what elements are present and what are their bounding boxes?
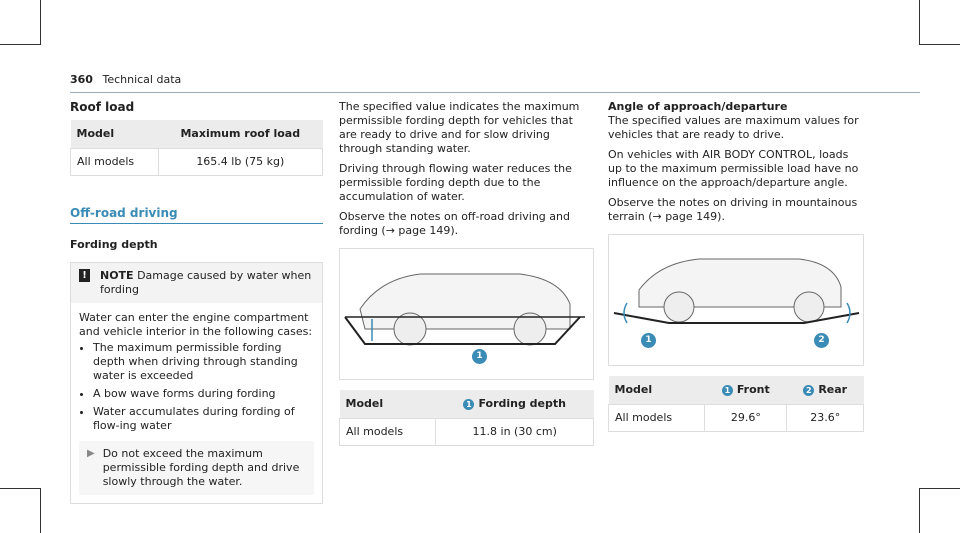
crop-mark <box>0 44 40 45</box>
roof-load-table: Model Maximum roof load All models 165.4… <box>70 120 324 176</box>
warning-icon: ! <box>79 269 90 282</box>
col-max-roof-load: Maximum roof load <box>158 120 323 149</box>
callout-marker: 1 <box>472 349 487 364</box>
column-1: Roof load Model Maximum roof load All mo… <box>70 100 324 504</box>
approach-illustration: 1 2 <box>608 234 864 366</box>
paragraph: On vehicles with AIR BODY CONTROL, loads… <box>608 148 859 189</box>
crop-mark <box>920 488 960 489</box>
header-rule <box>70 92 920 93</box>
cell-model: All models <box>607 404 706 432</box>
column-3: Angle of approach/departure The specifie… <box>607 100 864 432</box>
crop-mark <box>920 44 960 45</box>
section-name: Technical data <box>102 73 182 86</box>
page-number: 360 <box>70 73 93 86</box>
table-row: All models 165.4 lb (75 kg) <box>70 148 324 176</box>
note-label: NOTE <box>100 269 134 282</box>
arrow-right-icon: ▶ <box>87 448 95 459</box>
crop-mark <box>0 488 40 489</box>
callout-marker: 1 <box>463 398 475 410</box>
list-item: Water accumulates during fording of flow… <box>93 405 314 433</box>
approach-title: Angle of approach/departure <box>608 100 788 113</box>
note-box: ! NOTE Damage caused by water when fordi… <box>70 262 323 504</box>
paragraph: Driving through flowing water reduces th… <box>339 162 572 203</box>
note-list: The maximum permissible fording depth wh… <box>79 341 314 433</box>
paragraph: Observe the notes on off-road driving an… <box>339 210 570 237</box>
column-2: The specified value indicates the maximu… <box>338 100 594 446</box>
note-text: Damage caused by water when fording <box>100 269 312 296</box>
cell-front: 29.6° <box>704 404 788 432</box>
tip-box: ▶ Do not exceed the maximum permissible … <box>79 441 314 495</box>
crop-mark <box>40 488 41 533</box>
cell-model: All models <box>70 148 159 176</box>
fording-title: Fording depth <box>70 238 158 251</box>
col-model: Model <box>608 376 705 405</box>
callout-marker: 2 <box>803 384 815 396</box>
fording-illustration: 1 <box>339 248 594 380</box>
col-model: Model <box>70 120 159 149</box>
callout-marker: 1 <box>641 333 656 348</box>
tip-text: Do not exceed the maximum permissible fo… <box>102 447 300 488</box>
paragraph: The specified value indicates the maximu… <box>339 100 580 155</box>
table-row: All models 29.6° 23.6° <box>607 404 864 432</box>
crop-mark <box>919 0 920 45</box>
paragraph: Observe the notes on driving in mountain… <box>608 196 858 223</box>
car-fording-drawing <box>344 273 585 346</box>
cell-rear: 23.6° <box>786 404 864 432</box>
crop-mark <box>40 0 41 45</box>
cell-value: 11.8 in (30 cm) <box>435 418 594 446</box>
table-row: All models 11.8 in (30 cm) <box>338 418 594 446</box>
col-model: Model <box>339 390 436 419</box>
note-intro: Water can enter the engine compartment a… <box>79 311 313 338</box>
roof-load-title: Roof load <box>70 100 135 114</box>
page-header: 360 Technical data <box>70 73 181 86</box>
cell-model: All models <box>338 418 437 446</box>
offroad-section-title: Off-road driving <box>70 206 323 224</box>
callout-marker: 2 <box>814 333 829 348</box>
list-item: A bow wave forms during fording <box>93 387 314 401</box>
list-item: The maximum permissible fording depth wh… <box>93 341 314 383</box>
paragraph: The specified values are maximum values … <box>608 114 859 141</box>
car-angle-drawing <box>613 258 860 324</box>
crop-mark <box>919 488 920 533</box>
callout-marker: 1 <box>721 384 733 396</box>
cell-value: 165.4 lb (75 kg) <box>157 148 324 176</box>
